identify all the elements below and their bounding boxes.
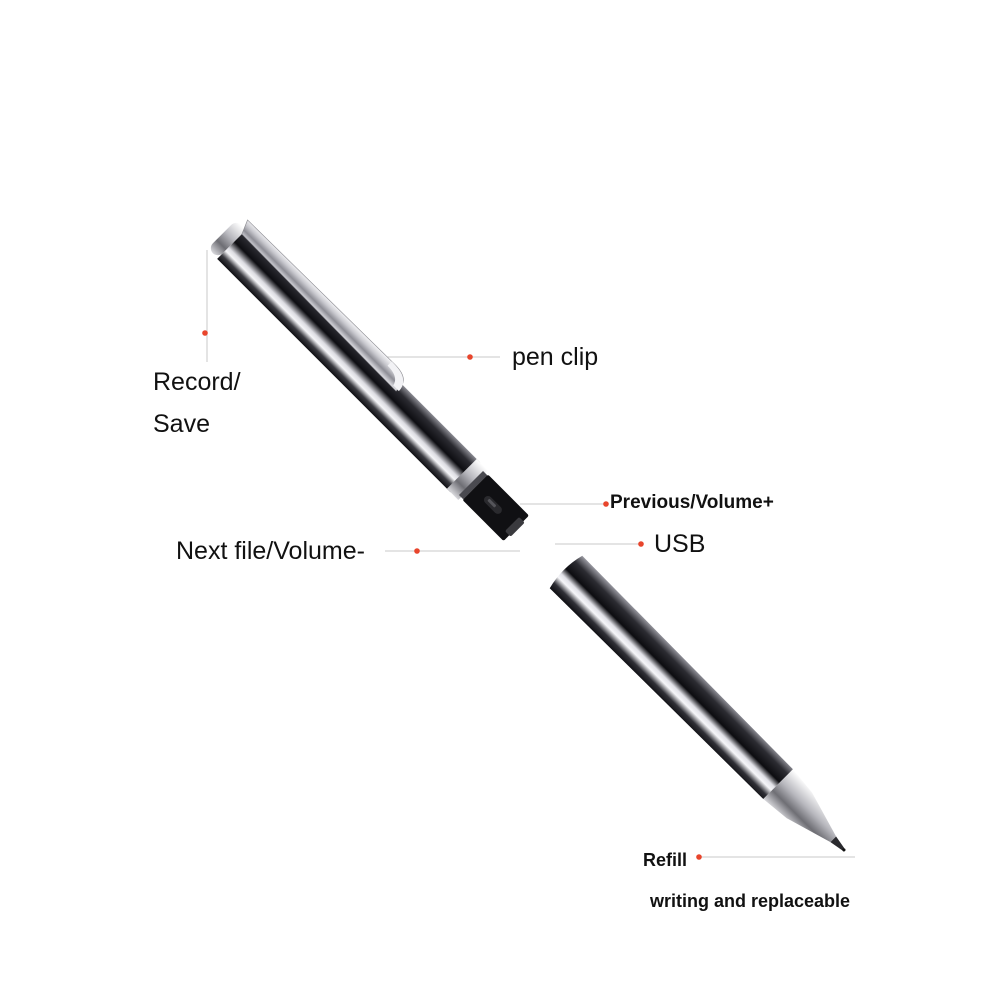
dot-previous bbox=[603, 501, 609, 507]
leader-lines bbox=[206, 250, 855, 858]
dot-pen-clip bbox=[467, 354, 473, 360]
pen-upper-body bbox=[210, 222, 529, 541]
dot-record bbox=[202, 330, 208, 336]
label-pen-clip: pen clip bbox=[512, 343, 599, 371]
label-record: Record/ bbox=[153, 368, 241, 396]
annotation-dots bbox=[202, 330, 702, 860]
label-save: Save bbox=[153, 410, 210, 438]
label-usb: USB bbox=[654, 530, 706, 558]
label-previous-volume: Previous/Volume+ bbox=[610, 492, 774, 513]
pen-lower-body bbox=[549, 555, 846, 852]
label-next-file-volume: Next file/Volume- bbox=[176, 537, 365, 565]
label-refill-description: writing and replaceable bbox=[650, 891, 851, 911]
dot-usb bbox=[638, 541, 644, 547]
dot-next bbox=[414, 548, 420, 554]
dot-refill bbox=[696, 854, 702, 860]
pen-clip-shape bbox=[241, 219, 404, 392]
label-refill: Refill bbox=[643, 850, 688, 870]
